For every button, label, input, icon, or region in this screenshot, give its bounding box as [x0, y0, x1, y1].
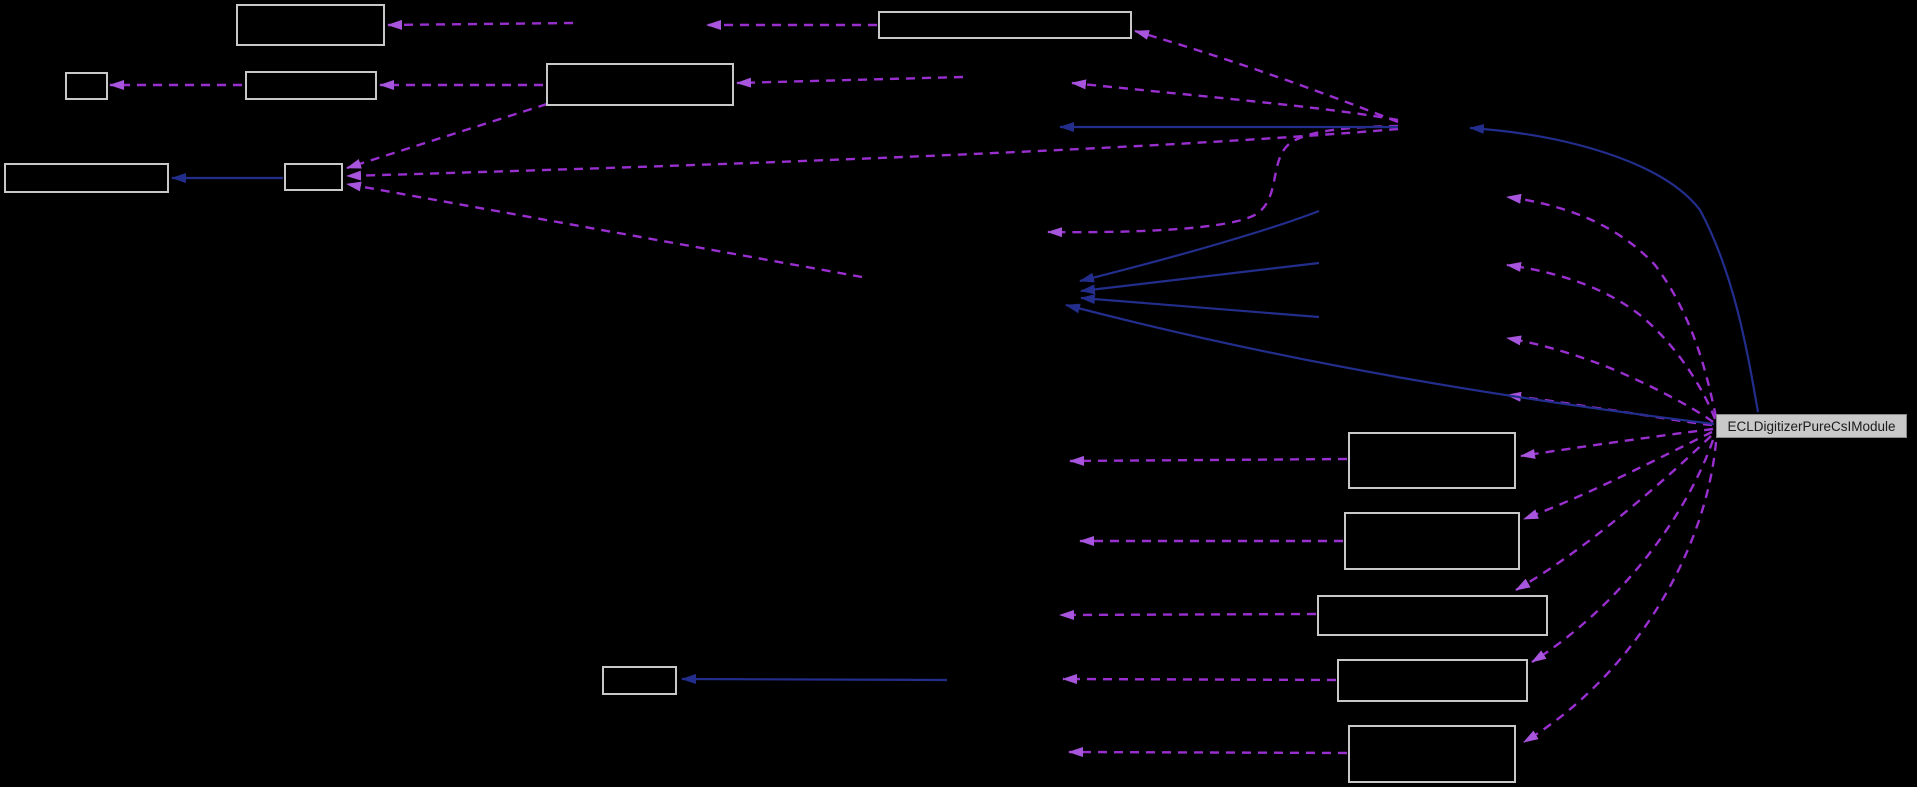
solid-edge-s-label-to-cluster: [1065, 303, 1715, 426]
dashed-edge-d-node12-left: [1062, 674, 1337, 685]
dashed-edge-d-hub-to-node5: [1134, 29, 1399, 124]
dashed-edge-d-label-to-node10: [1523, 430, 1713, 521]
dashed-edge-d-hub-to-hidden2: [1071, 79, 1399, 122]
graph-node-1[interactable]: [236, 4, 385, 46]
graph-node-3[interactable]: [245, 71, 377, 100]
dashed-edge-d-hub-s-curve: [1047, 124, 1399, 238]
graph-node-10[interactable]: [1344, 512, 1520, 570]
graph-node-7[interactable]: [284, 163, 343, 191]
graph-node-8[interactable]: [602, 666, 677, 695]
dashed-edge-d-label-up-3: [1506, 335, 1714, 423]
dashed-edge-d-node13-left: [1068, 747, 1348, 758]
graph-node-5[interactable]: [878, 11, 1132, 39]
graph-node-2[interactable]: [65, 72, 108, 100]
graph-node-11[interactable]: [1317, 595, 1548, 636]
dashed-edge-d-hub-to-node7: [346, 127, 1399, 181]
graph-node-9[interactable]: [1348, 432, 1516, 489]
solid-edge-s-to-node8: [681, 674, 948, 685]
solid-edge-s-label-up-curve: [1469, 123, 1760, 413]
graph-node-13[interactable]: [1348, 725, 1516, 783]
dashed-edge-d-node11-left: [1059, 609, 1317, 620]
graph-node-4[interactable]: [546, 63, 734, 106]
nodes-layer: [4, 4, 1548, 783]
edges-layer: [109, 19, 1760, 758]
node-ecldigitizerpurecsimodule[interactable]: ECLDigitizerPureCsIModule: [1716, 414, 1907, 438]
graph-node-12[interactable]: [1337, 659, 1528, 702]
dashed-edge-d-node4-to-node7: [346, 102, 548, 170]
dashed-edge-d-label-to-node9: [1520, 427, 1714, 459]
dashed-edge-d-label-up-2: [1506, 261, 1717, 420]
dashed-edge-d-hidden-to-node7: [346, 181, 863, 279]
solid-edge-s-cluster-3: [1080, 294, 1320, 319]
solid-edge-s-cluster-1: [1079, 209, 1320, 283]
dashed-edge-d-label-up-1: [1506, 193, 1718, 418]
dashed-edge-d-to-node1: [387, 19, 574, 30]
dashed-edge-d-node9-left: [1069, 455, 1348, 466]
dashed-edge-d-label-to-node12: [1531, 439, 1715, 664]
graph-node-6[interactable]: [4, 163, 169, 193]
solid-edge-s-cluster-2: [1080, 261, 1320, 295]
dashed-edge-d-hidden-to-node4: [736, 75, 964, 88]
dashed-edge-d-label-to-node11: [1515, 435, 1712, 592]
dashed-edge-d-label-to-node13: [1523, 441, 1718, 744]
